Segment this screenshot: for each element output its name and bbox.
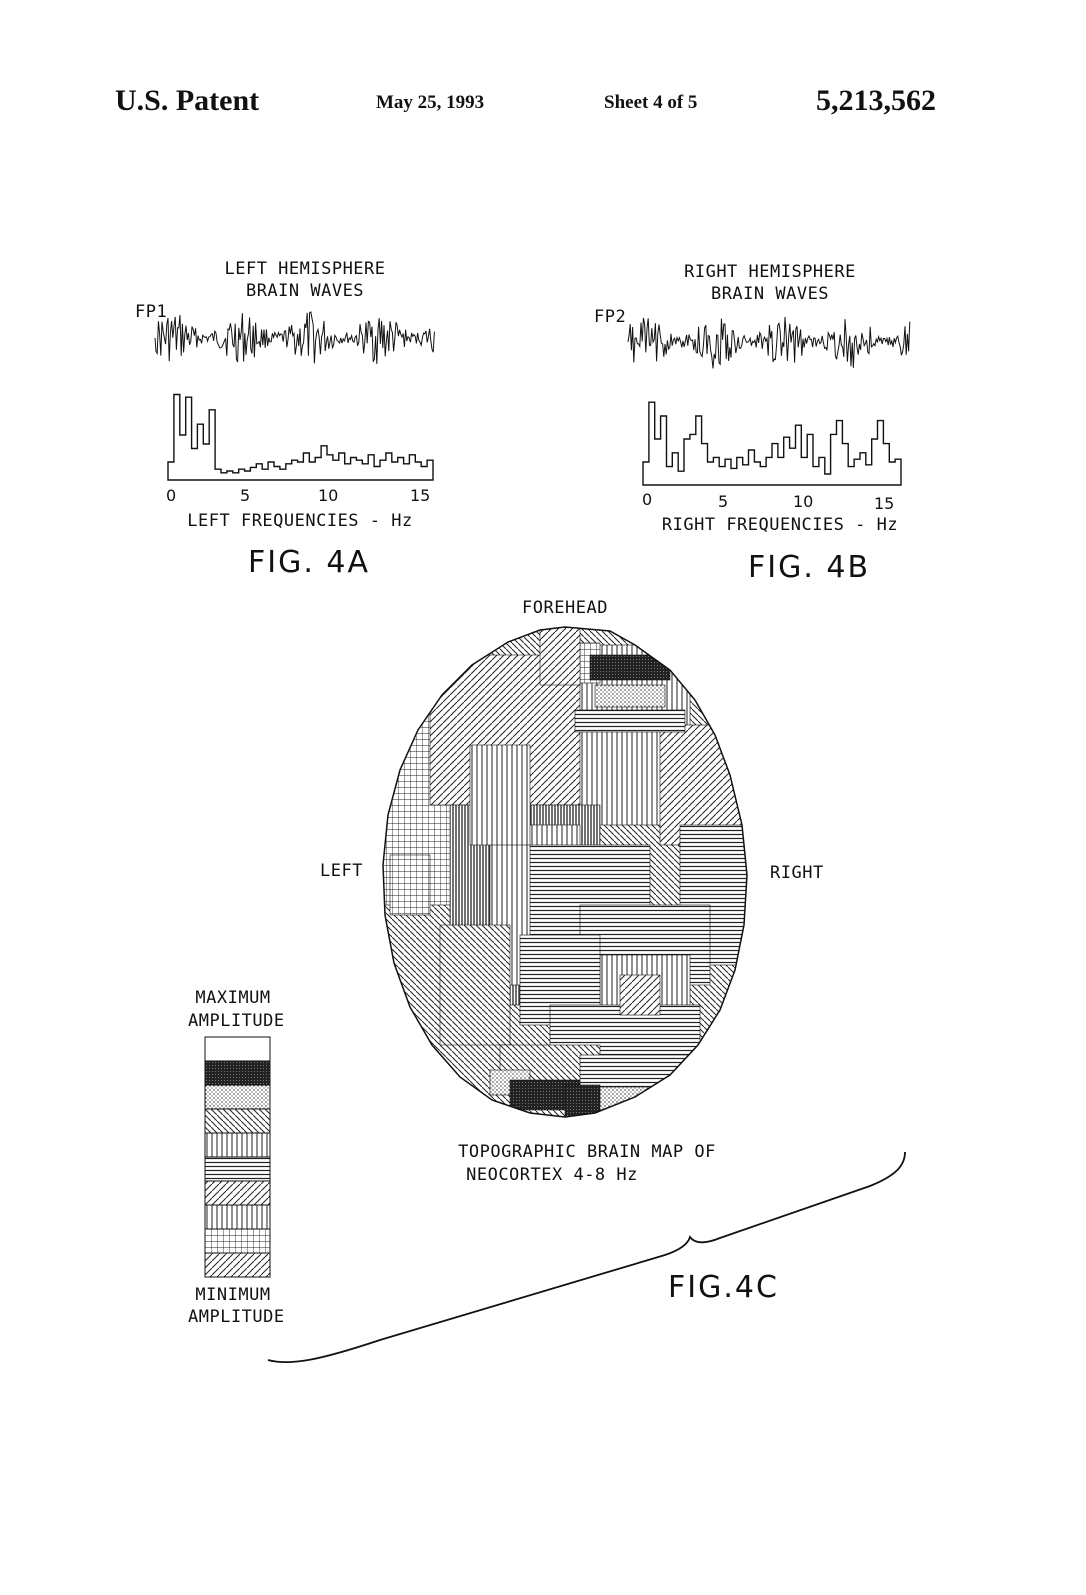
sheet-number: Sheet 4 of 5 [604, 92, 698, 113]
fig4b-tick-5: 5 [718, 492, 729, 511]
patent-date: May 25, 1993 [376, 92, 485, 113]
fig4b-axis-label: RIGHT FREQUENCIES - Hz [661, 515, 899, 535]
fig4a-tick-5: 5 [240, 486, 251, 505]
fig4a-title-line1: LEFT HEMISPHERE [224, 259, 386, 279]
fig4b-title-line2: BRAIN WAVES [710, 284, 830, 304]
fig4a-tick-15: 15 [410, 486, 431, 505]
map-right-label: RIGHT [770, 863, 824, 883]
fig4a-axis-label: LEFT FREQUENCIES - Hz [187, 511, 413, 531]
legend-min-line2: AMPLITUDE [188, 1307, 285, 1327]
fig4a-channel-label: FP1 [135, 302, 168, 322]
patent-label: U.S. Patent [115, 84, 260, 117]
amplitude-legend-bar [204, 1036, 271, 1278]
patent-number: 5,213,562 [816, 84, 936, 117]
fig4a-tick-10: 10 [318, 486, 339, 505]
topographic-brain-map [382, 626, 748, 1118]
fig4a-tick-0: 0 [166, 486, 177, 505]
legend-min-line1: MINIMUM [195, 1285, 271, 1305]
legend-max-line2: AMPLITUDE [188, 1011, 285, 1031]
fig4a-waveform [154, 311, 435, 364]
fig4b-caption: FIG. 4B [748, 550, 871, 585]
fig4b-title-line1: RIGHT HEMISPHERE [684, 262, 856, 282]
fig4a-spectrum [167, 393, 434, 481]
fig4b-waveform [627, 316, 911, 369]
map-forehead-label: FOREHEAD [522, 598, 608, 618]
fig4b-tick-10: 10 [793, 492, 814, 511]
fig4a-caption: FIG. 4A [248, 545, 371, 580]
map-title-line1: TOPOGRAPHIC BRAIN MAP OF [458, 1142, 716, 1162]
map-left-label: LEFT [320, 861, 363, 881]
map-title-line2: NEOCORTEX 4-8 Hz [466, 1165, 638, 1185]
fig4b-tick-0: 0 [642, 490, 653, 509]
fig4b-tick-15: 15 [874, 494, 895, 513]
brain-map-outline [382, 626, 748, 1118]
legend-max-line1: MAXIMUM [195, 988, 271, 1008]
fig4b-channel-label: FP2 [594, 307, 627, 327]
fig4b-spectrum [642, 401, 902, 486]
fig4c-caption: FIG.4C [668, 1270, 779, 1305]
fig4a-title-line2: BRAIN WAVES [245, 281, 365, 301]
